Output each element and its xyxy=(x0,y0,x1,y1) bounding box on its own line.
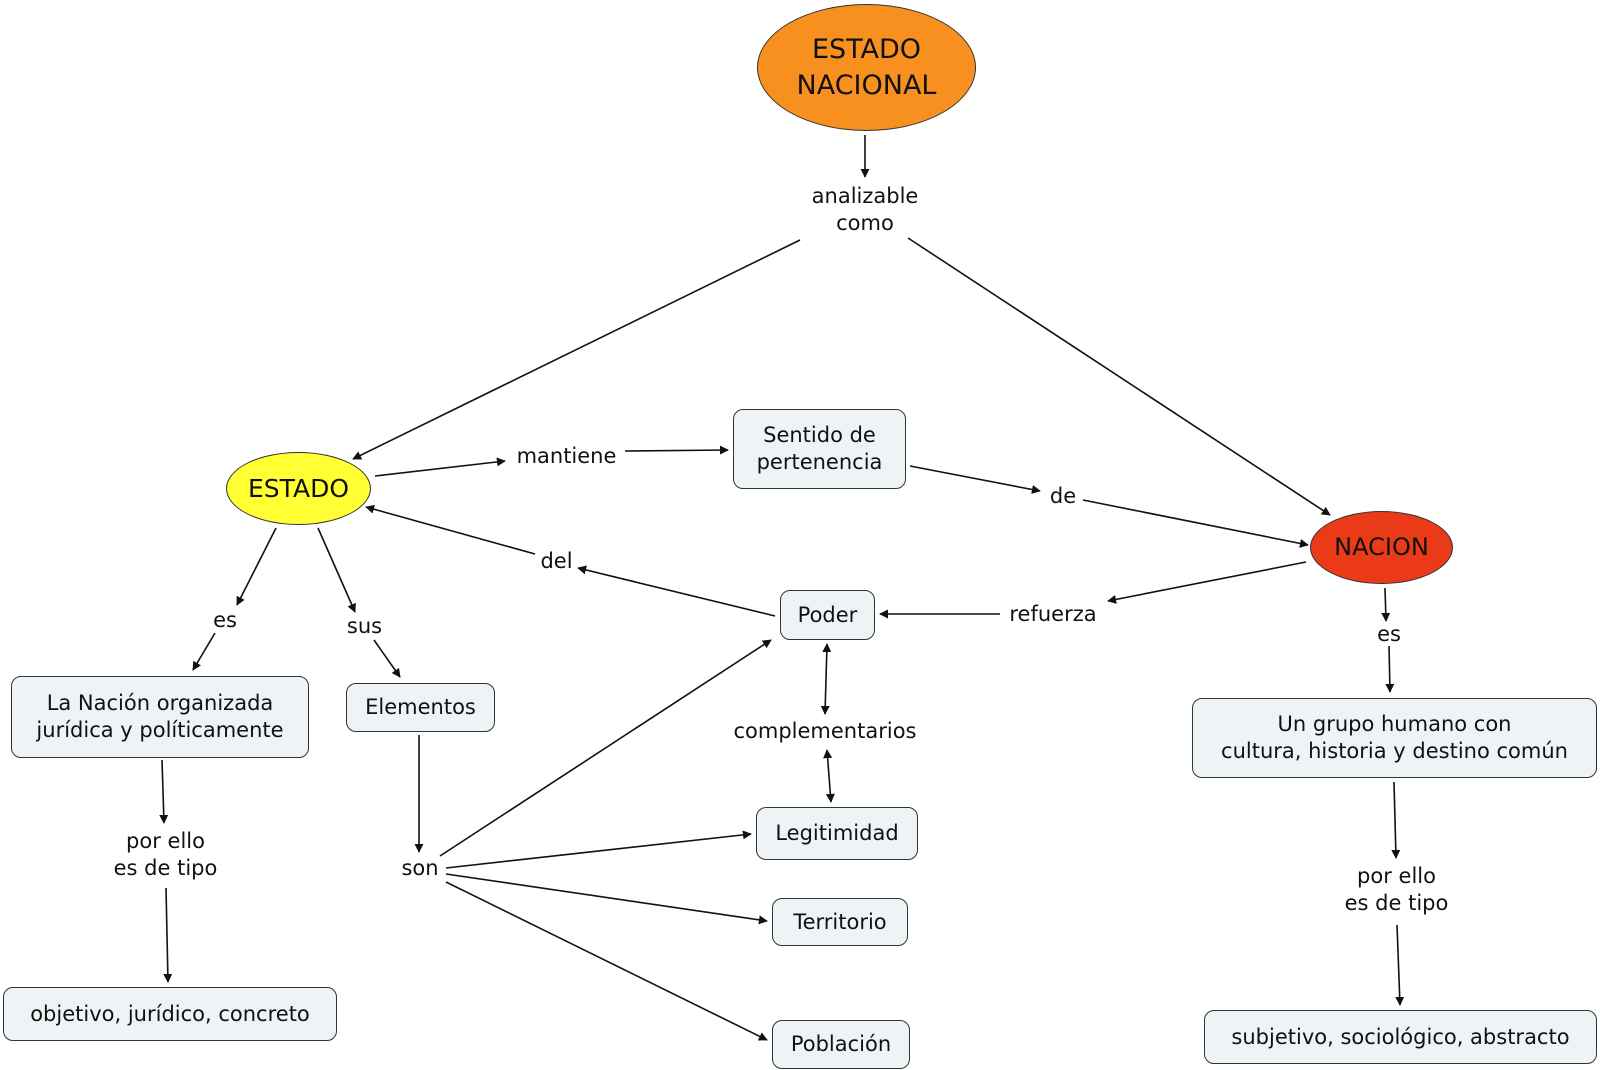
arrow-es-to-grupo xyxy=(1385,645,1395,693)
arrow-grupo-to-porello xyxy=(1391,781,1401,859)
arrow-analizable-to-estado xyxy=(352,239,801,460)
arrow-del-to-estado xyxy=(365,504,536,555)
arrow-es-to-nacion-organizada xyxy=(192,632,216,671)
concept-estado[interactable]: ESTADO xyxy=(226,452,371,525)
arrow-poder-to-del xyxy=(577,565,776,617)
arrow-son-to-legitimidad xyxy=(445,830,752,869)
concept-elementos[interactable]: Elementos xyxy=(346,683,495,732)
concept-territorio[interactable]: Territorio xyxy=(772,898,908,946)
link-label-sus: sus xyxy=(346,613,383,638)
arrow-son-to-poder xyxy=(439,639,772,857)
link-label-son: son xyxy=(401,855,439,880)
link-label-analizable-como: analizable como xyxy=(811,184,919,235)
arrow-son-to-poblacion xyxy=(445,881,768,1041)
concept-poblacion[interactable]: Población xyxy=(772,1020,910,1069)
concept-poder[interactable]: Poder xyxy=(780,590,875,640)
arrow-estado-to-sus xyxy=(317,527,356,613)
concept-estado-nacional[interactable]: ESTADO NACIONAL xyxy=(757,4,976,131)
arrow-son-to-territorio xyxy=(445,873,768,925)
arrow-estado-to-es xyxy=(236,527,277,606)
concept-grupo-humano[interactable]: Un grupo humano con cultura, historia y … xyxy=(1192,698,1597,778)
link-label-es-estado: es xyxy=(213,607,237,632)
concept-objetivo-juridico-concreto[interactable]: objetivo, jurídico, concreto xyxy=(3,987,337,1041)
arrow-porello-to-subjetivo xyxy=(1395,924,1405,1006)
link-label-del: del xyxy=(540,548,573,573)
arrow-analizable-to-nacion xyxy=(907,237,1331,516)
link-label-es-nacion: es xyxy=(1377,621,1401,646)
concept-nacion[interactable]: NACION xyxy=(1310,511,1453,584)
arrow-complementarios-legitimidad xyxy=(823,749,835,803)
concept-nacion-organizada[interactable]: La Nación organizada jurídica y política… xyxy=(11,676,309,758)
arrow-mantiene-to-sentido xyxy=(624,445,729,455)
arrow-nacion-to-refuerza xyxy=(1107,561,1307,604)
arrow-sentido-to-de xyxy=(909,465,1041,494)
link-label-refuerza: refuerza xyxy=(1009,601,1097,626)
arrow-nacion-to-es xyxy=(1381,587,1391,622)
link-label-por-ello-right: por ello es de tipo xyxy=(1344,864,1449,915)
concept-subjetivo-sociologico-abstracto[interactable]: subjetivo, sociológico, abstracto xyxy=(1204,1010,1597,1064)
arrow-porello-to-objetivo xyxy=(163,887,173,983)
arrow-estado-to-mantiene xyxy=(374,457,506,477)
concept-legitimidad[interactable]: Legitimidad xyxy=(756,807,918,860)
arrow-sus-to-elementos xyxy=(373,639,401,678)
link-label-mantiene: mantiene xyxy=(516,443,617,468)
arrow-de-to-nacion xyxy=(1082,499,1309,548)
link-label-por-ello-left: por ello es de tipo xyxy=(113,829,218,880)
link-label-complementarios: complementarios xyxy=(733,718,917,743)
arrow-poder-complementarios xyxy=(820,643,832,715)
link-label-de: de xyxy=(1049,483,1077,508)
arrow-nacion-organizada-to-porello xyxy=(159,759,169,824)
concept-sentido-de-pertenencia[interactable]: Sentido de pertenencia xyxy=(733,409,906,489)
